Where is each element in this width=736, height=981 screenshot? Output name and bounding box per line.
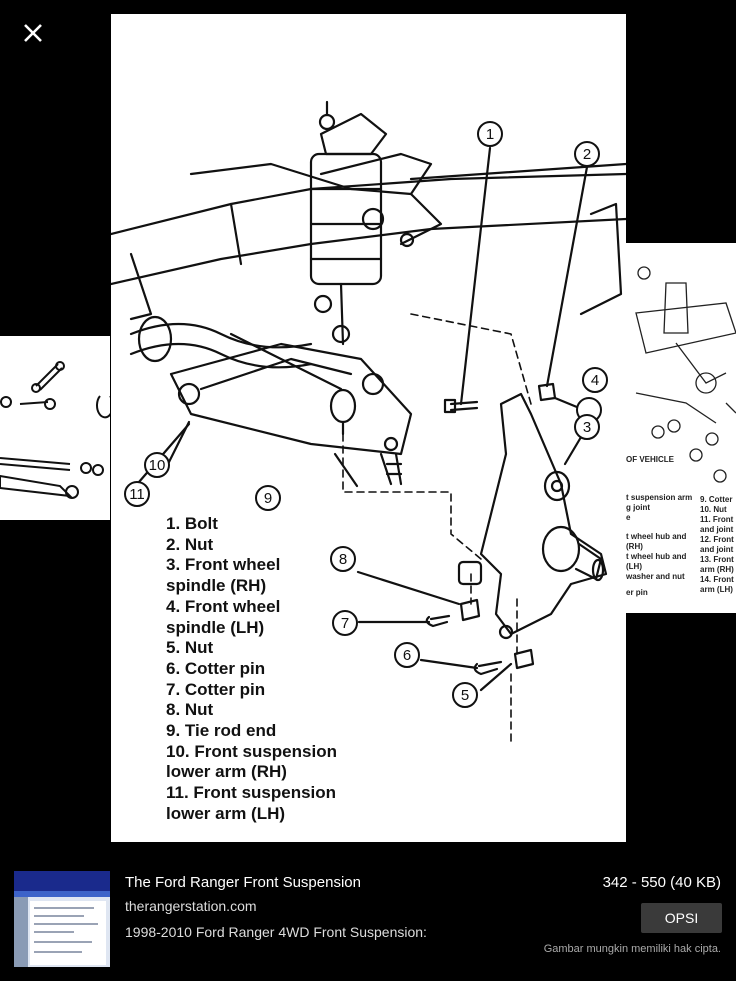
- source-page-thumbnail[interactable]: [14, 871, 110, 967]
- svg-text:e: e: [626, 513, 631, 522]
- svg-text:t suspension arm: t suspension arm: [626, 493, 692, 502]
- callout-10: 10: [149, 457, 166, 474]
- svg-text:9. Cotter: 9. Cotter: [700, 495, 732, 504]
- close-icon: [24, 24, 42, 42]
- svg-text:11. Front: 11. Front: [700, 515, 734, 524]
- callout-markers: 1 2 3 4 5 6 7 8 9 10 11: [124, 121, 608, 708]
- callout-2: 2: [583, 146, 591, 163]
- result-site[interactable]: therangerstation.com: [125, 898, 257, 914]
- legend-line: 1. Bolt: [166, 514, 218, 533]
- legend-line: 9. Tie rod end: [166, 721, 277, 741]
- legend-line: 5. Nut: [166, 638, 214, 658]
- svg-text:washer and nut: washer and nut: [626, 572, 685, 581]
- callout-9: 9: [264, 490, 272, 507]
- callout-8: 8: [339, 551, 347, 568]
- legend-line: 4. Front wheel: [166, 596, 281, 616]
- legend-line: 2. Nut: [166, 534, 214, 554]
- legend-line: 8. Nut: [166, 700, 214, 720]
- svg-text:t wheel hub and: t wheel hub and: [626, 552, 687, 561]
- result-description: 1998-2010 Ford Ranger 4WD Front Suspensi…: [125, 924, 427, 940]
- svg-text:12. Front: 12. Front: [700, 535, 734, 544]
- legend-line: lower arm (LH): [166, 803, 286, 823]
- front-suspension-diagram-preview: OF VEHICLE t suspension arm g joint e t …: [626, 266, 736, 597]
- legend-line: 6. Cotter pin: [166, 658, 266, 678]
- callout-6: 6: [403, 647, 411, 664]
- copyright-note: Gambar mungkin memiliki hak cipta.: [543, 943, 721, 955]
- next-image-thumbnail[interactable]: OF VEHICLE t suspension arm g joint e t …: [626, 243, 736, 613]
- shock-absorber-parts-illustration: [0, 361, 110, 499]
- legend-line: 3. Front wheel: [166, 555, 281, 575]
- callout-7: 7: [341, 615, 349, 632]
- svg-text:10. Nut: 10. Nut: [700, 505, 727, 514]
- callout-4: 4: [591, 372, 599, 389]
- callout-5: 5: [461, 687, 469, 704]
- svg-text:and joint: and joint: [700, 545, 734, 554]
- svg-text:t wheel hub and: t wheel hub and: [626, 532, 687, 541]
- front-suspension-illustration: 1 2 3 4 5 6 7 8 9 10 11: [111, 100, 626, 745]
- legend-line: lower arm (RH): [166, 762, 287, 782]
- svg-text:arm (RH): arm (RH): [700, 565, 734, 574]
- svg-text:and joint: and joint: [700, 525, 734, 534]
- parts-legend: 1. Bolt 2. Nut 3. Front wheel spindle (R…: [166, 514, 337, 825]
- previous-image-thumbnail[interactable]: [0, 336, 110, 520]
- suspension-diagram-image[interactable]: 1 2 3 4 5 6 7 8 9 10 11 1. Bolt 2. Nut 3…: [111, 14, 626, 842]
- result-title[interactable]: The Ford Ranger Front Suspension: [125, 874, 361, 891]
- svg-text:g joint: g joint: [626, 503, 650, 512]
- image-size: 342 - 550 (40 KB): [602, 874, 721, 891]
- legend-line: 11. Front suspension: [166, 783, 337, 803]
- svg-text:(LH): (LH): [626, 562, 642, 571]
- legend-line: 10. Front suspension: [166, 741, 337, 761]
- svg-text:arm (LH): arm (LH): [700, 585, 733, 594]
- svg-text:14. Front: 14. Front: [700, 575, 734, 584]
- svg-text:er pin: er pin: [626, 588, 648, 597]
- callout-11: 11: [129, 486, 145, 503]
- svg-text:13. Front: 13. Front: [700, 555, 734, 564]
- close-button[interactable]: [18, 18, 48, 48]
- svg-text:(RH): (RH): [626, 542, 643, 551]
- svg-text:OF VEHICLE: OF VEHICLE: [626, 455, 675, 464]
- callout-1: 1: [486, 126, 494, 143]
- legend-line: spindle (RH): [166, 576, 267, 596]
- legend-line: spindle (LH): [166, 617, 265, 637]
- callout-3: 3: [583, 419, 591, 436]
- options-button[interactable]: OPSI: [641, 903, 722, 933]
- legend-line: 7. Cotter pin: [166, 679, 266, 699]
